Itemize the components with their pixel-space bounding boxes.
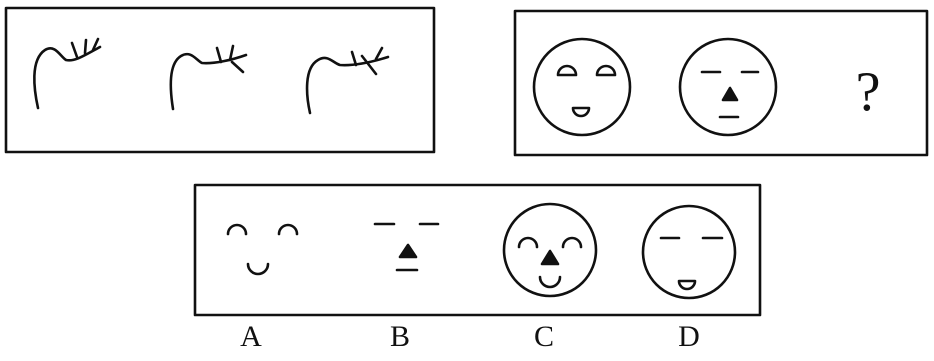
option-b-figure — [375, 224, 438, 270]
option-a-figure — [228, 225, 297, 274]
squiggle-figure-2 — [171, 46, 246, 109]
question-mark: ? — [856, 61, 881, 123]
example-panel-left — [6, 8, 434, 152]
option-label-d[interactable]: D — [669, 320, 709, 354]
face-figure-2 — [680, 39, 776, 135]
squiggle-figure-1 — [34, 39, 100, 108]
option-c-figure — [504, 204, 596, 296]
squiggle-figure-3 — [307, 48, 388, 113]
option-label-b[interactable]: B — [380, 320, 420, 354]
option-label-c[interactable]: C — [524, 320, 564, 354]
option-d-figure — [643, 206, 735, 298]
face-figure-1 — [534, 39, 630, 135]
option-label-a[interactable]: A — [231, 320, 271, 354]
